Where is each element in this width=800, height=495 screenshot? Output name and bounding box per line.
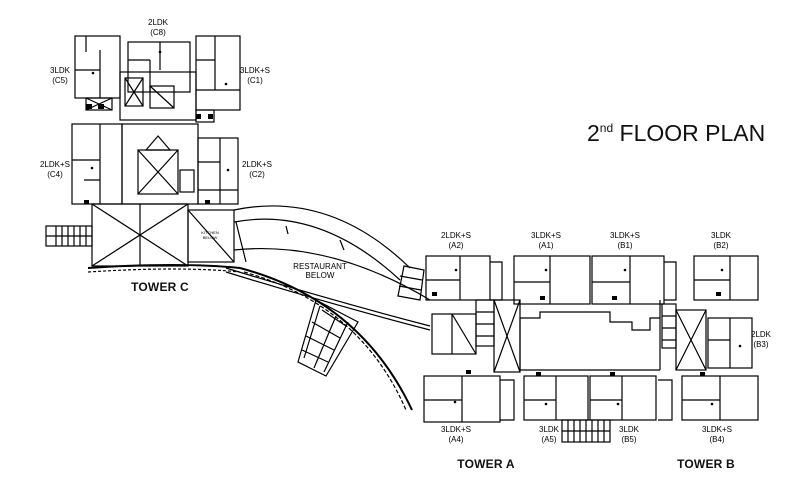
unit-label-c5: 3LDK(C5)	[49, 66, 71, 85]
unit-b5-outline	[589, 375, 657, 421]
unit-c1-outline	[195, 35, 241, 111]
tower-b-label: TOWER B	[677, 457, 735, 471]
unit-label-b5: 3LDK(B5)	[618, 425, 640, 444]
unit-label-a2: 2LDK+S(A2)	[440, 231, 472, 250]
unit-label-a5: 3LDK(A5)	[538, 425, 560, 444]
unit-label-b3: 2LDK(B3)	[750, 330, 772, 349]
unit-label-c4: 2LDK+S(C4)	[39, 160, 71, 179]
unit-label-a4: 3LDK+S(A4)	[440, 425, 472, 444]
unit-label-b1: 3LDK+S(B1)	[609, 231, 641, 250]
tower-a-b-block	[423, 255, 759, 443]
unit-label-b2: 3LDK(B2)	[710, 231, 732, 250]
tower-c-label: TOWER C	[131, 280, 189, 294]
unit-b2-outline	[693, 255, 759, 301]
markers	[84, 50, 742, 406]
unit-a1-outline	[513, 255, 591, 305]
unit-label-c8: 2LDK(C8)	[147, 18, 169, 37]
unit-a2-outline	[425, 255, 491, 301]
unit-label-a1: 3LDK+S(A1)	[530, 231, 562, 250]
unit-label-c2: 2LDK+S(C2)	[241, 160, 273, 179]
unit-label-c1: 3LDK+S(C1)	[239, 66, 271, 85]
connecting-bridge	[225, 205, 431, 411]
unit-label-b4: 3LDK+S(B4)	[701, 425, 733, 444]
unit-c5-outline	[74, 35, 121, 99]
unit-c8-outline	[127, 41, 191, 93]
tower-a-label: TOWER A	[457, 457, 515, 471]
floor-plan-title: 2nd FLOOR PLAN	[587, 120, 766, 146]
unit-c2-outline	[197, 137, 239, 205]
unit-b1-outline	[591, 255, 665, 305]
tower-c-block	[45, 35, 241, 273]
unit-c4-outline	[71, 123, 123, 205]
